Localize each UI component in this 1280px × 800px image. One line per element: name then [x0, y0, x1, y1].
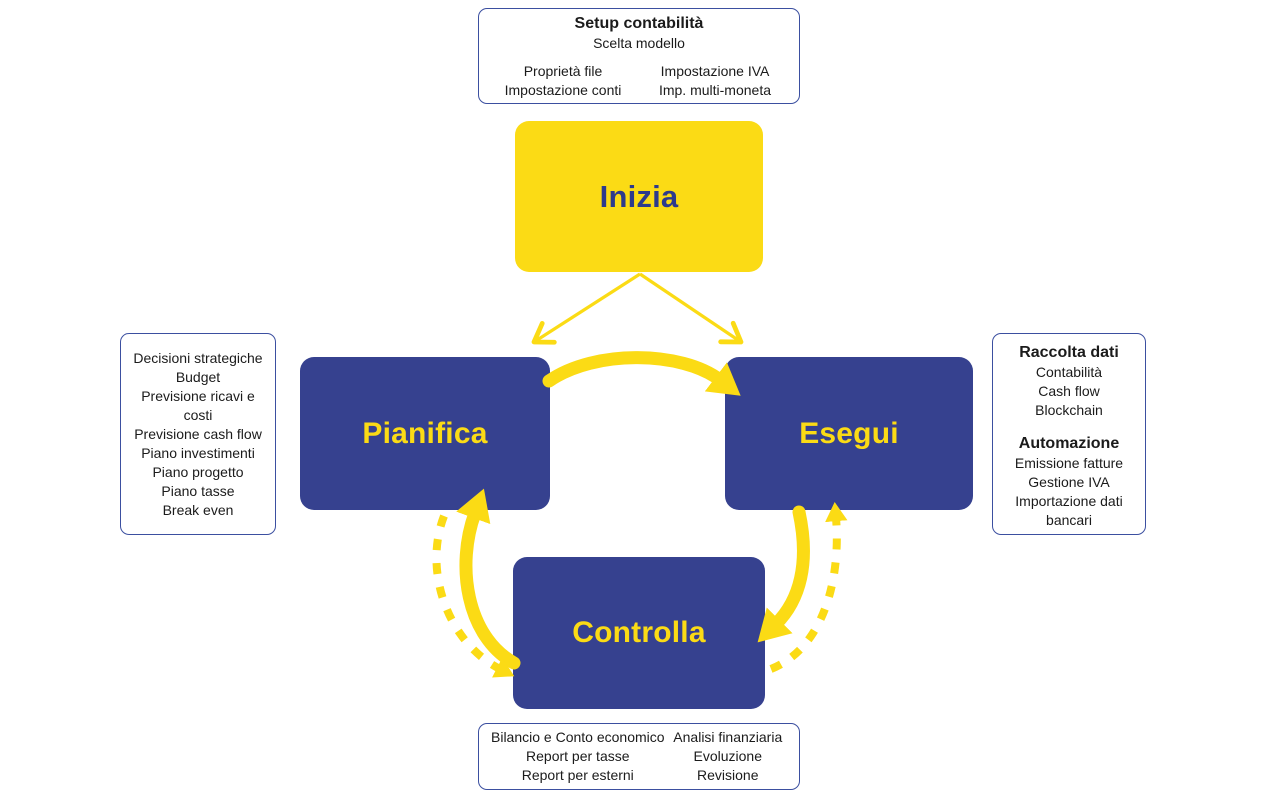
raccolta-dati-list: Contabilità Cash flow Blockchain	[1035, 364, 1103, 418]
raccolta-dati-title: Raccolta dati	[1019, 344, 1119, 361]
node-esegui-label: Esegui	[799, 416, 899, 450]
arrow-esegui-to-controlla	[757, 505, 810, 643]
pianifica-annotation-box: Decisioni strategiche Budget Previsione …	[120, 333, 276, 535]
arrow-controlla-to-esegui-dashed	[769, 502, 848, 673]
arrow-inizia-to-pianifica	[531, 272, 641, 345]
setup-subtitle: Scelta modello	[593, 34, 685, 51]
setup-annotation-box: Setup contabilità Scelta modello Proprie…	[478, 8, 800, 104]
setup-column-left: Proprietà file Impostazione conti	[504, 62, 622, 98]
esegui-annotation-box: Raccolta dati Contabilità Cash flow Bloc…	[992, 333, 1146, 535]
node-inizia: Inizia	[515, 121, 763, 272]
setup-title: Setup contabilità	[574, 14, 704, 32]
arrow-pianifica-to-controlla-dashed	[432, 514, 515, 678]
node-pianifica: Pianifica	[300, 357, 550, 510]
node-controlla-label: Controlla	[572, 616, 706, 649]
setup-column-right: Impostazione IVA Imp. multi-moneta	[658, 62, 772, 98]
controlla-annotation-box: Bilancio e Conto economico Report per ta…	[478, 723, 800, 790]
automazione-list: Emissione fatture Gestione IVA Importazi…	[1014, 455, 1124, 528]
automazione-title: Automazione	[1018, 435, 1120, 452]
arrow-controlla-to-pianifica	[456, 488, 521, 670]
arrow-inizia-to-esegui	[639, 272, 744, 345]
node-controlla: Controlla	[513, 557, 765, 709]
node-pianifica-label: Pianifica	[362, 416, 488, 450]
node-esegui: Esegui	[725, 357, 973, 510]
controlla-column-right: Analisi finanziaria Evoluzione Revisione	[673, 729, 783, 783]
node-inizia-label: Inizia	[599, 178, 679, 214]
pianifica-list: Decisioni strategiche Budget Previsione …	[133, 349, 263, 518]
controlla-column-left: Bilancio e Conto economico Report per ta…	[491, 729, 665, 783]
setup-columns: Proprietà file Impostazione conti Impost…	[487, 62, 791, 100]
arrow-pianifica-to-esegui	[542, 351, 741, 396]
